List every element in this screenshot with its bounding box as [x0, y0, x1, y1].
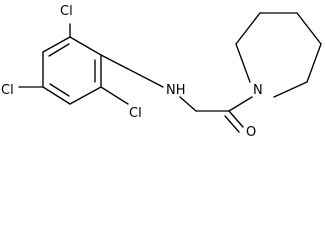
ring-bond: [42, 86, 71, 105]
azepane-bond: [235, 43, 251, 83]
ring-double-bond: [48, 43, 70, 57]
chlorine-top-label: Cl: [60, 4, 73, 19]
chlorine-bottom-label: Cl: [129, 106, 142, 121]
carbonyl-carbon-to-nitrogen-bond: [228, 96, 253, 112]
amine-to-methylene-bond: [179, 96, 197, 112]
carbonyl-bond: [228, 110, 244, 128]
bond-to-amine: [100, 54, 164, 88]
azepane-bond: [306, 43, 322, 83]
ring-double-bond: [49, 83, 70, 97]
chlorine-left-label: Cl: [1, 83, 14, 98]
ring-bond: [42, 36, 71, 53]
azepane-bond: [296, 12, 322, 45]
carbonyl-oxygen-label: O: [246, 125, 256, 140]
chemical-structure-diagram: Cl Cl Cl NH N O: [1, 4, 322, 140]
azepane-bond: [235, 12, 261, 45]
azepane-ring: [235, 12, 322, 98]
ring-bond: [69, 86, 102, 105]
azepane-bond: [273, 81, 308, 98]
bond-to-bottom-chlorine: [100, 86, 129, 105]
amine-nh-label: NH: [166, 83, 186, 98]
ring-bond: [69, 36, 102, 56]
azepane-nitrogen-label: N: [253, 83, 263, 98]
benzene-ring: [42, 36, 102, 105]
carbonyl-double-bond: [224, 115, 240, 133]
